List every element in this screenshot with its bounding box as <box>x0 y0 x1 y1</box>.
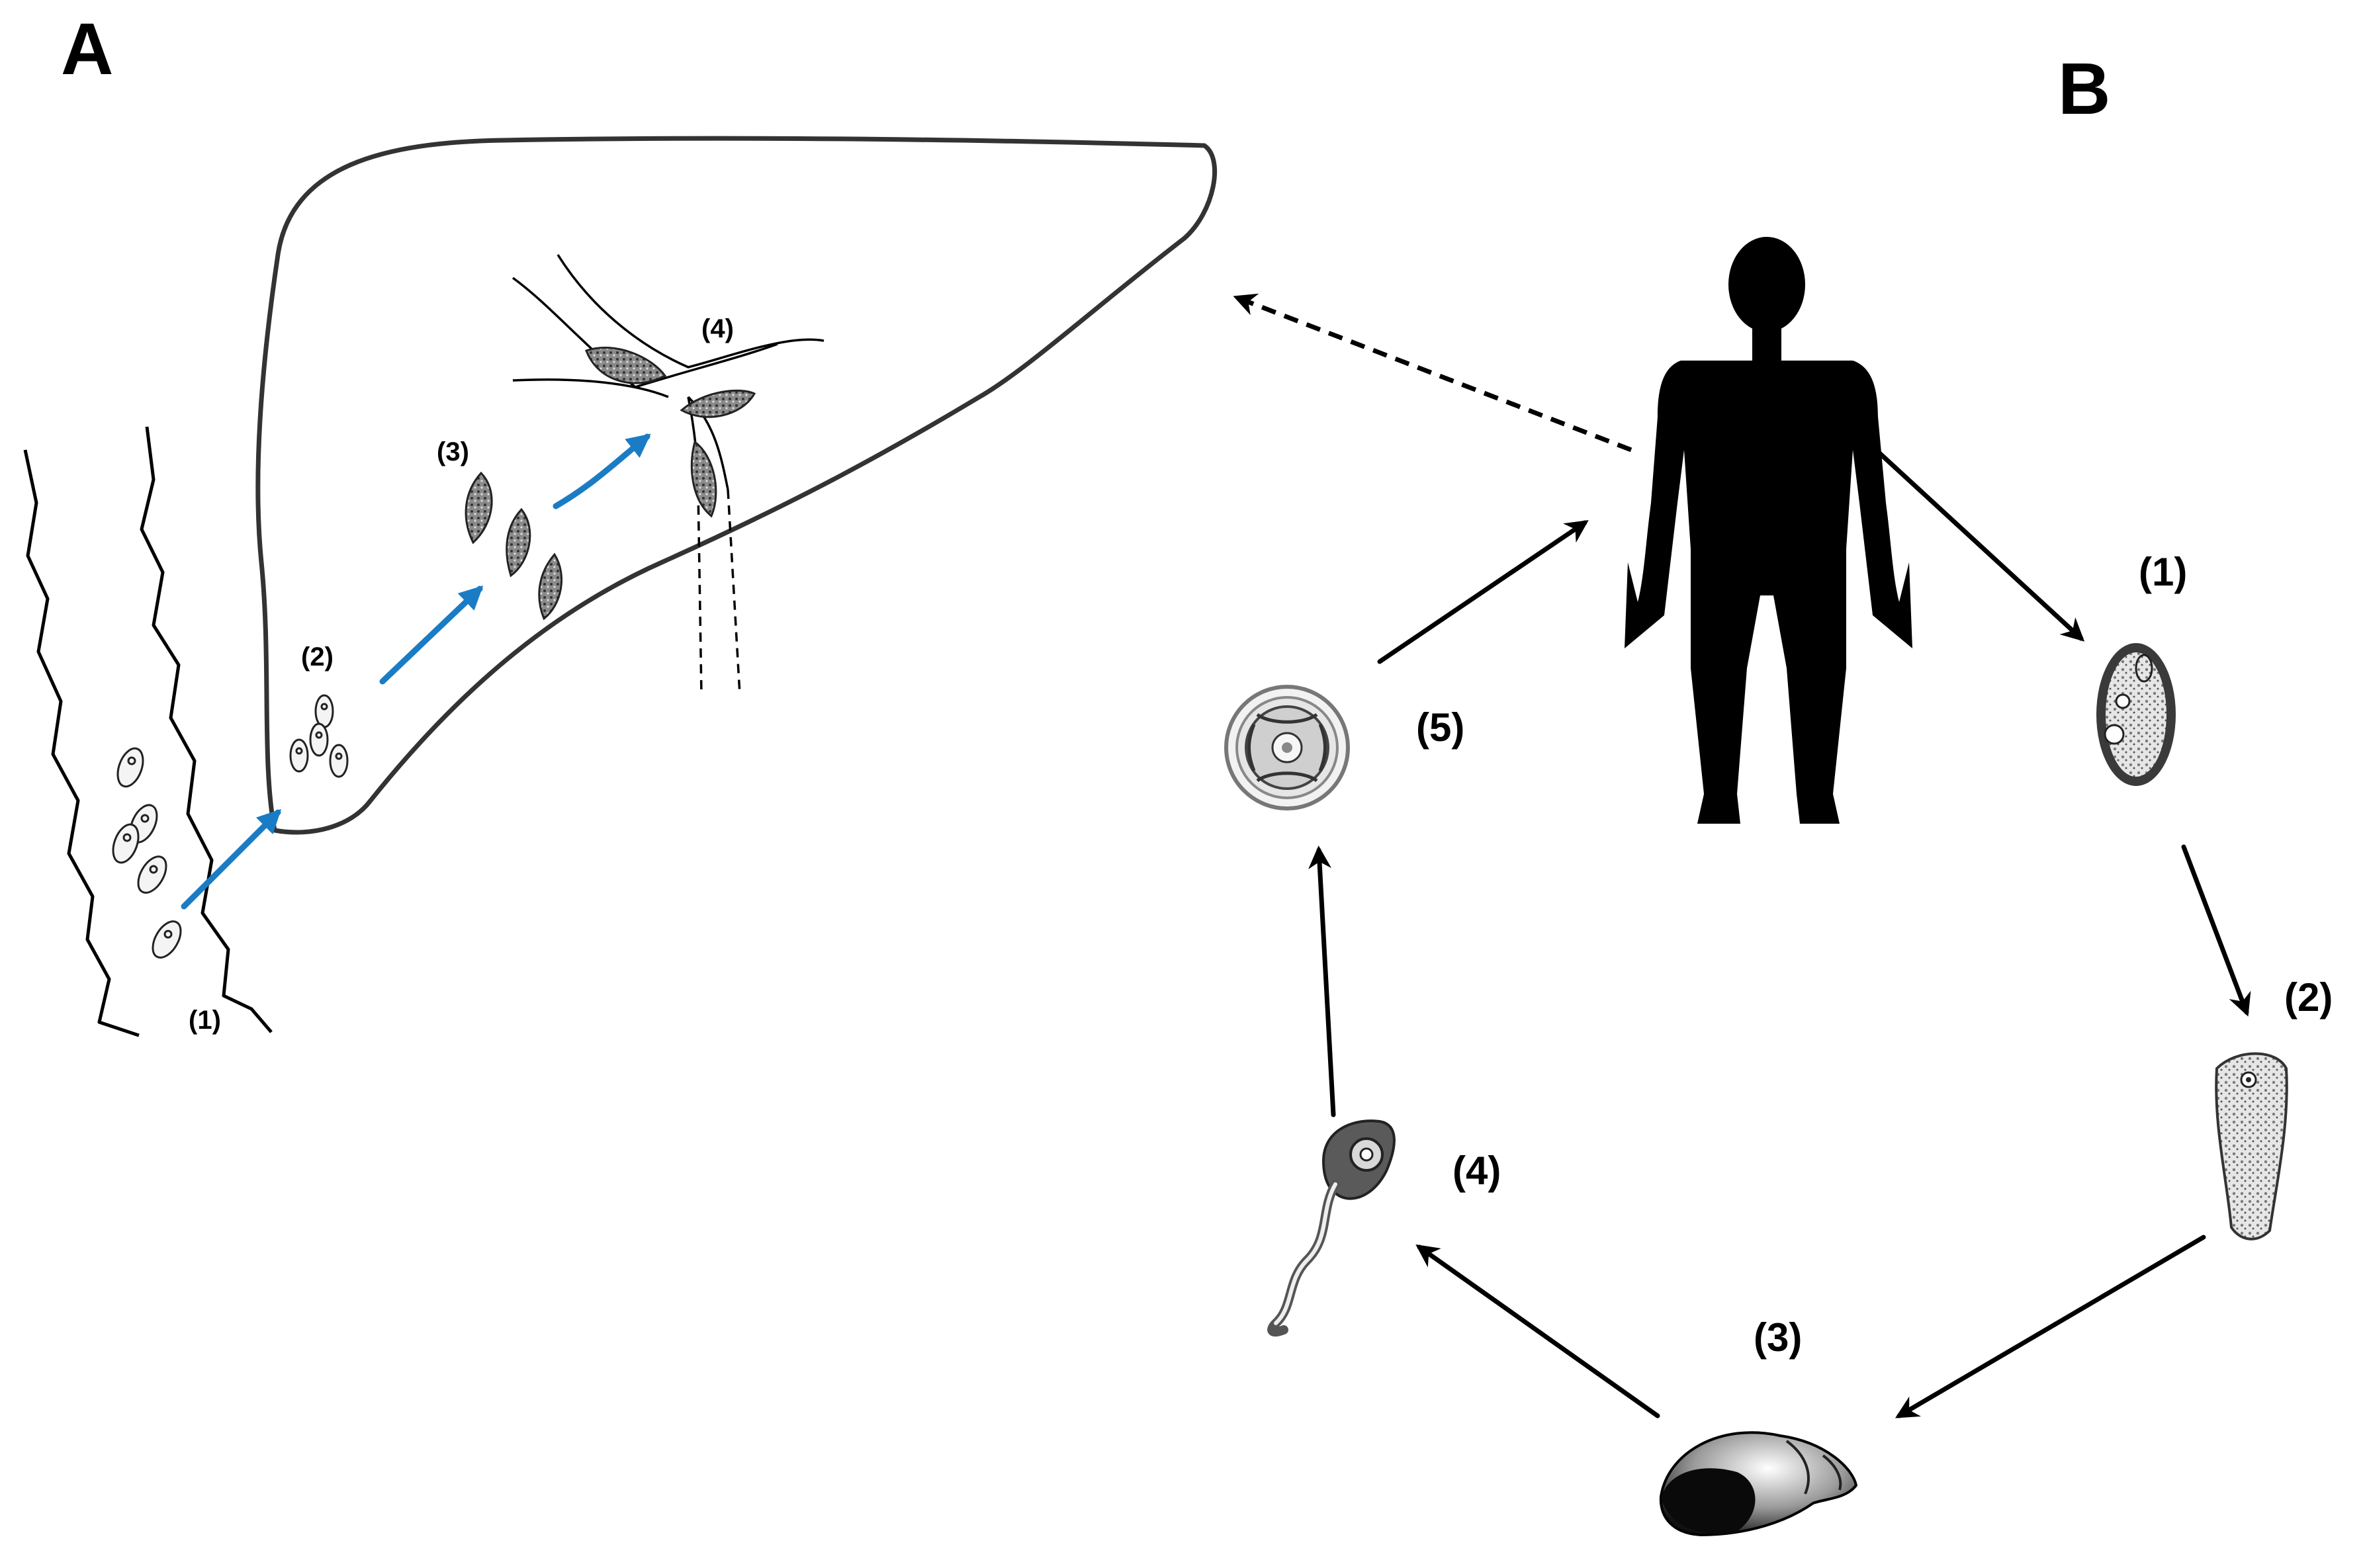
egg-icon <box>112 823 140 864</box>
panel-a-stage-2-label: (2) <box>301 642 334 672</box>
migration-arrow-2-to-3 <box>379 586 484 685</box>
bile-duct-adult-flukes <box>585 347 756 518</box>
adult-fluke-icon <box>690 440 717 518</box>
adult-fluke-icon <box>538 552 563 621</box>
liver-juvenile-eggs <box>289 694 349 778</box>
bile-ducts <box>512 254 825 695</box>
panel-a: A (1) <box>23 9 1218 1037</box>
adult-fluke-icon <box>680 389 756 418</box>
juvenile-fluke-icon <box>314 694 334 728</box>
panel-b: B (1) <box>1224 48 2333 1537</box>
liver-migrating-flukes <box>465 471 563 621</box>
cercaria-icon <box>1267 1119 1396 1337</box>
panel-b-stage-3-label: (3) <box>1754 1315 1802 1360</box>
juvenile-fluke-icon <box>289 738 309 773</box>
arrow-metacercaria-to-human <box>1377 520 1589 664</box>
migration-arrow-3-to-4 <box>553 433 651 509</box>
intestine-icon <box>23 426 273 1037</box>
embryonated-egg-icon <box>2096 643 2176 786</box>
arrow-miracidium-to-snail <box>1895 1235 2206 1418</box>
arrow-egg-to-miracidium <box>2181 844 2251 1017</box>
adult-fluke-icon <box>465 471 493 544</box>
panel-a-stage-3-label: (3) <box>437 437 469 466</box>
panel-a-stage-4-label: (4) <box>701 314 734 343</box>
juvenile-fluke-icon <box>309 722 329 757</box>
adult-fluke-icon <box>585 347 667 384</box>
panel-b-stage-4-label: (4) <box>1452 1149 1501 1193</box>
arrow-human-to-egg <box>1873 447 2085 642</box>
juvenile-fluke-icon <box>329 744 349 778</box>
arrow-snail-to-cercaria <box>1415 1244 1660 1418</box>
panel-b-stage-1-label: (1) <box>2139 550 2187 594</box>
panel-a-stage-1-label: (1) <box>189 1006 221 1035</box>
arrow-cercaria-to-metacercaria <box>1308 846 1336 1117</box>
adult-fluke-icon <box>506 507 531 578</box>
cycle-arrows <box>1308 447 2251 1418</box>
snail-icon <box>1659 1431 1858 1537</box>
human-figure-icon <box>1625 237 1912 824</box>
panel-b-stage-2-label: (2) <box>2284 975 2333 1020</box>
panel-a-letter: A <box>61 9 113 90</box>
human-to-liver-dashed-arrow <box>1233 293 1632 453</box>
liver-icon <box>255 136 1218 835</box>
migration-arrows <box>181 433 651 910</box>
egg-icon <box>152 920 182 959</box>
miracidium-icon <box>2215 1052 2288 1241</box>
migration-arrow-1-to-2 <box>181 808 282 910</box>
panel-b-letter: B <box>2058 48 2110 130</box>
egg-icon <box>116 747 144 788</box>
panel-b-stage-5-label: (5) <box>1416 705 1464 750</box>
intestine-eggs <box>112 747 182 959</box>
egg-icon <box>137 855 167 894</box>
metacercaria-icon <box>1224 685 1350 810</box>
